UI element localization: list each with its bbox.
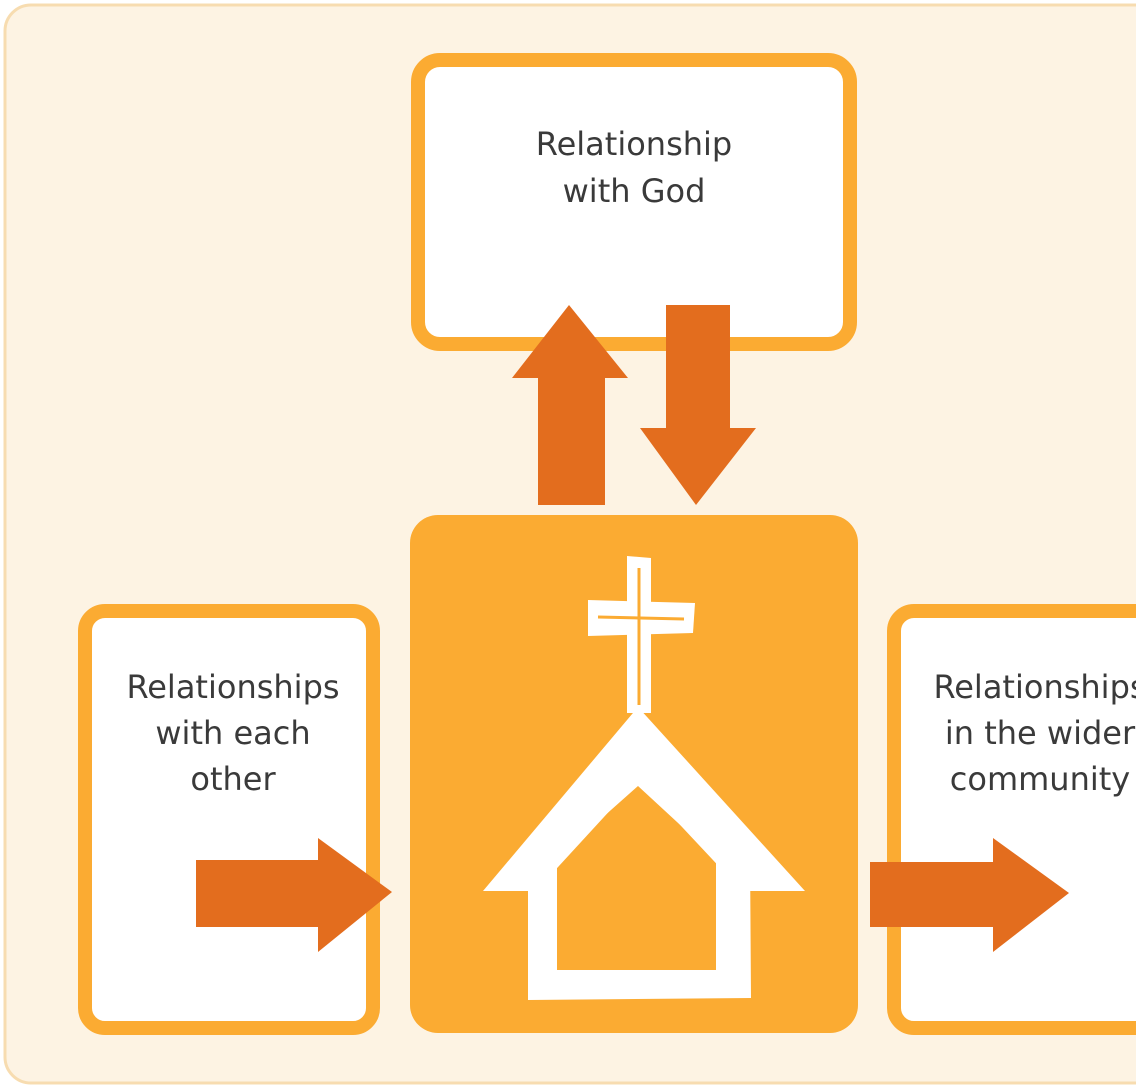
box-each-other-line3: other bbox=[190, 760, 276, 798]
arrow-right-icon bbox=[870, 838, 1069, 952]
box-each-other-line2: with each bbox=[155, 714, 310, 752]
box-community-line2: in the wider bbox=[945, 714, 1136, 752]
box-god-line2: with God bbox=[563, 172, 706, 210]
box-each-other-line1: Relationships bbox=[126, 668, 339, 706]
church-building bbox=[528, 745, 751, 1000]
box-relationships-wider-community: Relationships in the wider community bbox=[887, 604, 1136, 1035]
arrow-right-icon bbox=[196, 838, 392, 952]
box-god-frame bbox=[411, 53, 857, 351]
box-relationship-with-god: Relationship with God bbox=[411, 53, 857, 351]
box-community-line3: community bbox=[950, 760, 1130, 798]
box-community-line1: Relationships bbox=[933, 668, 1136, 706]
cross-detail-h bbox=[597, 615, 685, 621]
arrow-down-icon bbox=[640, 305, 756, 505]
church-icon bbox=[483, 556, 805, 1000]
box-god-line1: Relationship bbox=[536, 125, 732, 163]
arrow-up-icon bbox=[512, 305, 628, 505]
box-relationships-with-each-other: Relationships with each other bbox=[78, 604, 380, 1035]
